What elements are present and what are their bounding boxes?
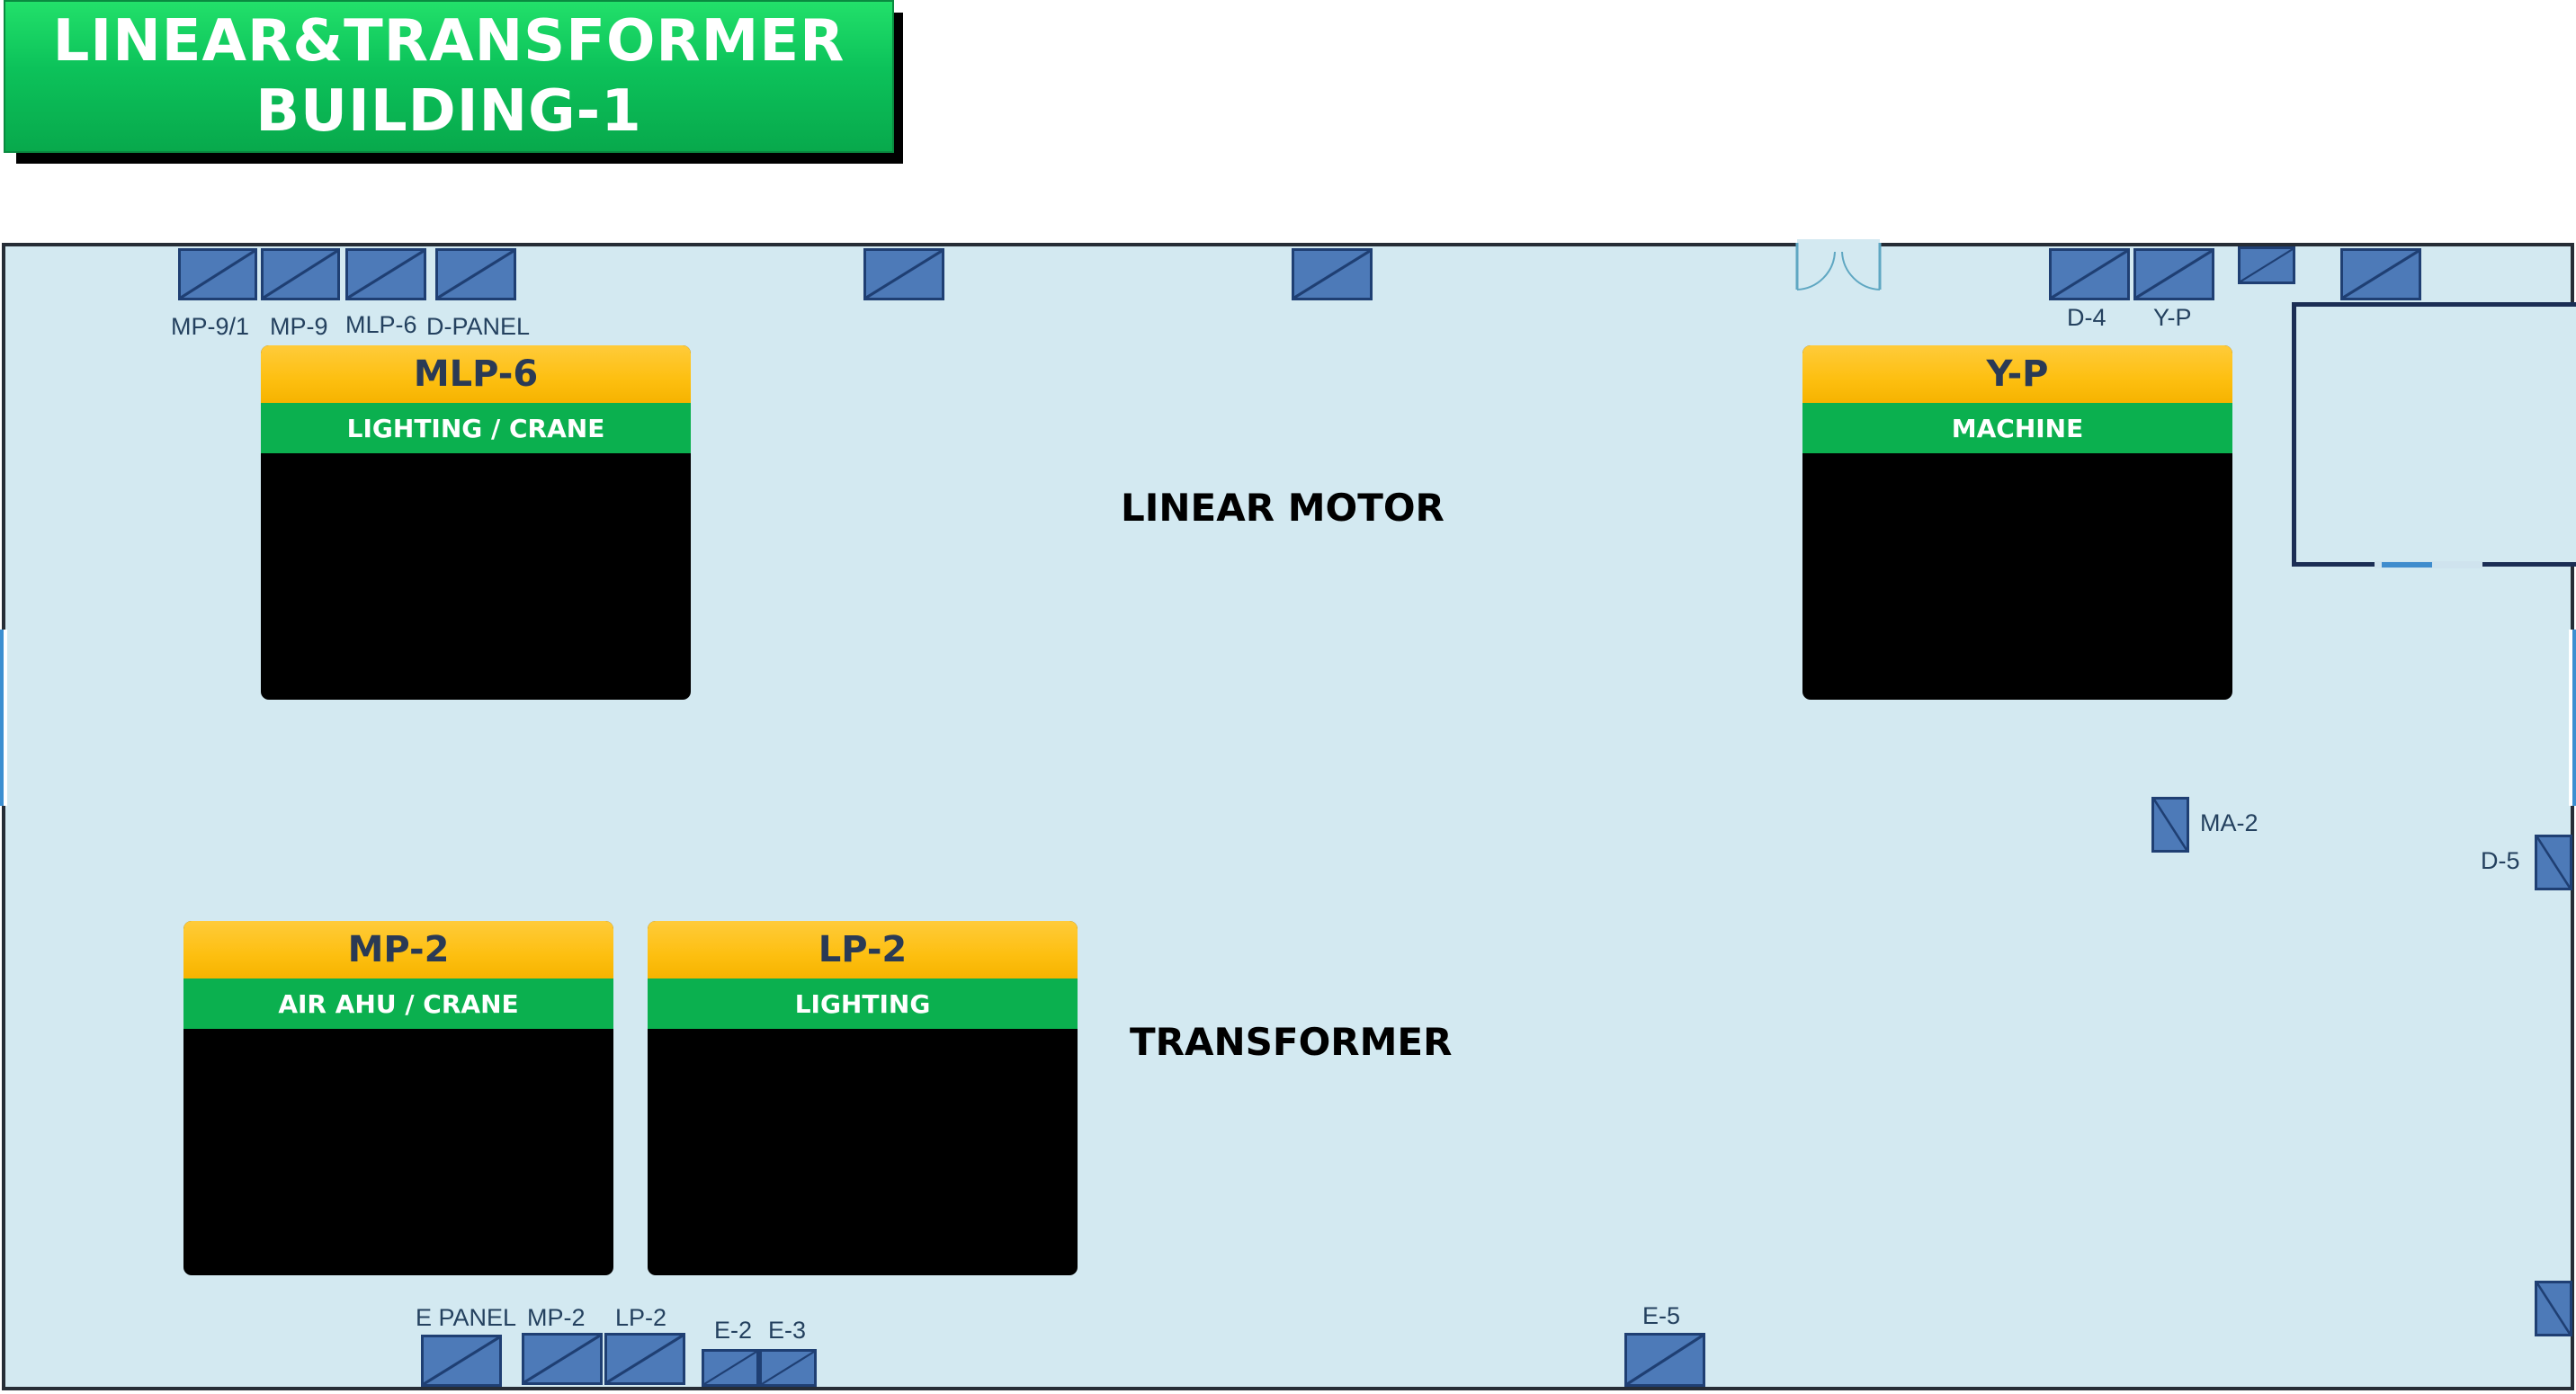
label-d-5: D-5	[2481, 847, 2520, 874]
panel-d-4[interactable]	[2049, 248, 2130, 300]
panel-mp-2[interactable]	[522, 1333, 603, 1385]
panel-mlp-6[interactable]	[345, 248, 426, 300]
card-mp-2-name: MP-2	[183, 921, 613, 978]
label-e-2: E-2	[714, 1317, 753, 1344]
panel-diagonal-icon	[1627, 1336, 1703, 1384]
panel-e-2[interactable]	[702, 1349, 759, 1387]
panel-ma-2[interactable]	[2151, 797, 2189, 853]
panel-diagonal-icon	[2537, 837, 2570, 888]
panel-diagonal-icon	[704, 1352, 756, 1384]
label-e-3: E-3	[768, 1317, 807, 1344]
side-room-door-mark	[2382, 562, 2432, 567]
panel-unlabeled-top-4[interactable]	[2340, 248, 2421, 300]
label-mp-9-1: MP-9/1	[171, 313, 250, 340]
door-leaf-left-icon[interactable]	[1795, 243, 1837, 293]
label-lp-2: LP-2	[615, 1304, 667, 1331]
card-mlp-6-function: LIGHTING / CRANE	[261, 403, 691, 453]
label-mp-9: MP-9	[270, 313, 328, 340]
label-d-4: D-4	[2067, 304, 2106, 331]
panel-diagonal-icon	[1294, 251, 1370, 298]
card-lp-2-name: LP-2	[648, 921, 1078, 978]
panel-e-panel[interactable]	[421, 1335, 502, 1387]
panel-diagonal-icon	[2154, 800, 2187, 850]
label-d-panel: D-PANEL	[426, 313, 531, 340]
label-mp-2: MP-2	[527, 1304, 586, 1331]
panel-diagonal-icon	[181, 251, 255, 298]
card-mlp-6[interactable]: MLP-6 LIGHTING / CRANE	[261, 345, 691, 700]
panel-diagonal-icon	[607, 1336, 683, 1382]
label-ma-2: MA-2	[2200, 809, 2258, 836]
card-mp-2[interactable]: MP-2 AIR AHU / CRANE	[183, 921, 613, 1275]
panel-diagonal-icon	[2052, 251, 2127, 298]
card-y-p-function: MACHINE	[1802, 403, 2232, 453]
panel-mp-9[interactable]	[261, 248, 340, 300]
panel-diagonal-icon	[438, 251, 514, 298]
door-leaf-right-icon[interactable]	[1840, 243, 1882, 293]
panel-unlabeled-top-1[interactable]	[863, 248, 944, 300]
label-e-panel: E PANEL	[416, 1304, 517, 1331]
panel-diagonal-icon	[348, 251, 424, 298]
card-y-p-name: Y-P	[1802, 345, 2232, 403]
panel-e-5[interactable]	[1624, 1333, 1705, 1387]
side-room	[2292, 302, 2576, 567]
panel-y-p[interactable]	[2133, 248, 2214, 300]
panel-diagonal-icon	[2241, 249, 2293, 281]
card-lp-2-function: LIGHTING	[648, 978, 1078, 1029]
area-label-linear-motor: LINEAR MOTOR	[1121, 486, 1445, 530]
panel-unlabeled-top-3[interactable]	[2238, 246, 2295, 284]
entrance-door-opening	[1797, 239, 1880, 248]
building-title-line2: BUILDING-1	[255, 78, 642, 145]
label-y-p: Y-P	[2153, 304, 2192, 331]
building-title: LINEAR&TRANSFORMER BUILDING-1	[4, 0, 894, 153]
card-y-p[interactable]: Y-P MACHINE	[1802, 345, 2232, 700]
label-mlp-6: MLP-6	[345, 311, 417, 338]
area-label-transformer: TRANSFORMER	[1130, 1020, 1453, 1064]
right-window-frame	[2572, 630, 2576, 806]
panel-unlabeled-right-bottom[interactable]	[2535, 1281, 2572, 1336]
card-mlp-6-name: MLP-6	[261, 345, 691, 403]
panel-diagonal-icon	[2537, 1283, 2570, 1334]
panel-diagonal-icon	[762, 1352, 814, 1384]
panel-mp-9-1[interactable]	[178, 248, 257, 300]
panel-diagonal-icon	[264, 251, 337, 298]
label-e-5: E-5	[1642, 1302, 1681, 1329]
panel-e-3[interactable]	[759, 1349, 817, 1387]
building-title-line1: LINEAR&TRANSFORMER	[52, 8, 845, 75]
panel-d-panel[interactable]	[435, 248, 516, 300]
panel-unlabeled-top-2[interactable]	[1292, 248, 1373, 300]
panel-lp-2[interactable]	[604, 1333, 685, 1385]
left-window	[0, 630, 7, 806]
panel-diagonal-icon	[866, 251, 942, 298]
panel-diagonal-icon	[424, 1337, 499, 1384]
card-lp-2[interactable]: LP-2 LIGHTING	[648, 921, 1078, 1275]
panel-diagonal-icon	[2343, 251, 2419, 298]
card-mp-2-function: AIR AHU / CRANE	[183, 978, 613, 1029]
panel-d-5[interactable]	[2535, 835, 2572, 890]
left-window-frame	[0, 630, 4, 806]
panel-diagonal-icon	[524, 1336, 600, 1382]
panel-diagonal-icon	[2136, 251, 2212, 298]
